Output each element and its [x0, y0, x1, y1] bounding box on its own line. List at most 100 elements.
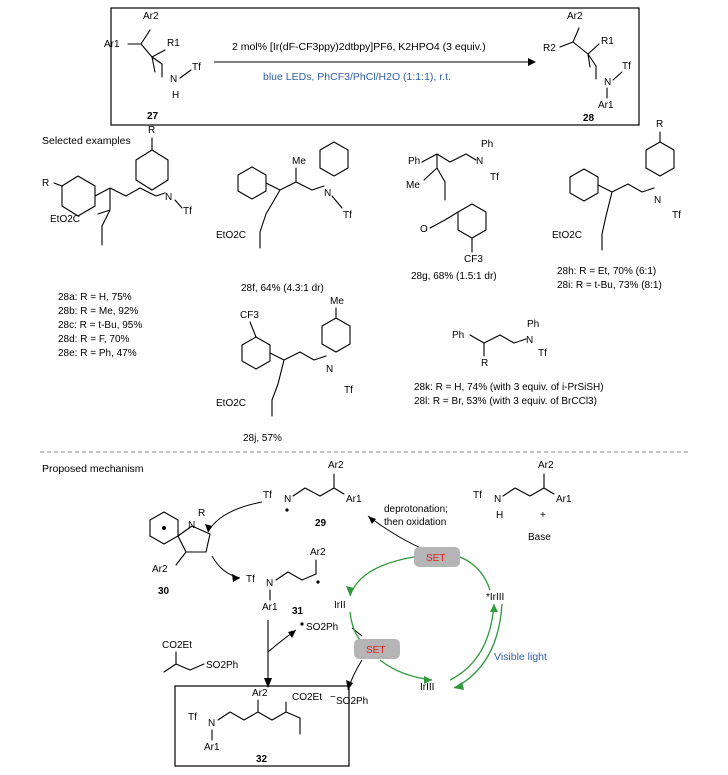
caption-28l: 28l: R = Br, 53% (with 3 equiv. of BrCCl…	[414, 396, 597, 407]
caption-28f: 28f, 64% (4.3:1 dr)	[241, 283, 324, 294]
caption-28a-group: 28a: R = H, 75% 28b: R = Me, 92% 28c: R …	[58, 292, 142, 359]
atom-ph: Ph	[527, 319, 539, 330]
atom-ar2: Ar2	[328, 460, 344, 471]
atom-r: R	[42, 178, 49, 189]
atom-cf3: CF3	[240, 310, 259, 321]
structure-28k: Ph R N Ph Tf	[452, 319, 547, 369]
atom-me: Me	[330, 296, 344, 307]
atom-n: N	[208, 718, 215, 729]
atom-ar1: Ar1	[204, 742, 220, 753]
base-label: Base	[528, 532, 551, 543]
atom-tf: Tf	[188, 712, 197, 723]
product-28: Ar2 R2 R1 N Tf Ar1 28	[543, 11, 631, 124]
radical-31: Tf N Ar2 Ar1 31	[246, 547, 326, 617]
reaction-arrowhead	[528, 58, 536, 66]
atom-n: N	[324, 188, 331, 199]
atom-n: N	[170, 74, 177, 85]
atom-r1: R1	[601, 36, 614, 47]
visible-light-label: Visible light	[494, 651, 547, 663]
photocatalytic-cycle: SET SET IrII *IrIII IrIII Visible light	[334, 547, 547, 693]
cycle-arc-right-up	[449, 603, 495, 681]
ir2-label: IrII	[334, 600, 346, 611]
atom-ar1: Ar1	[556, 494, 572, 505]
ir3-label: IrIII	[420, 682, 434, 693]
atom-cf3: CF3	[464, 254, 483, 265]
caption-28j: 28j, 57%	[243, 433, 282, 444]
set-box-top	[414, 547, 460, 567]
radical-30: N R Ar2 30	[149, 508, 211, 597]
atom-n: N	[494, 494, 501, 505]
atom-ar1: Ar1	[262, 602, 278, 613]
anion-release-arrowhead	[346, 680, 353, 690]
atom-r: R	[148, 125, 155, 136]
caption-28d: 28d: R = F, 70%	[58, 334, 130, 345]
atom-tf: Tf	[622, 61, 631, 72]
cycle-arc-top-left	[349, 556, 415, 597]
atom-eto2c: EtO2C	[216, 398, 246, 409]
atom-ar2: Ar2	[310, 547, 326, 558]
atom-n: N	[266, 578, 273, 589]
arrow-30-to-31	[211, 555, 241, 579]
atom-tf: Tf	[183, 206, 192, 217]
substrate-27-mech: Tf N H Ar2 Ar1 + Base	[473, 460, 572, 543]
atom-tf: Tf	[192, 62, 201, 73]
caption-28g: 28g, 68% (1.5:1 dr)	[411, 271, 497, 282]
deprotonation-text-1: deprotonation;	[384, 504, 448, 515]
atom-ph: Ph	[481, 139, 493, 150]
atom-tf: Tf	[538, 348, 547, 359]
label-31: 31	[292, 606, 304, 617]
set-box-bottom	[354, 639, 400, 659]
atom-n: N	[526, 335, 533, 346]
structure-28a: R EtO2C R N Tf	[42, 125, 192, 246]
atom-n: N	[476, 156, 483, 167]
atom-ar1: Ar1	[346, 494, 362, 505]
reactant-27: Ar2 Ar1 R1 N Tf H 27	[104, 11, 201, 122]
atom-r2: R2	[543, 43, 556, 54]
atom-me: Me	[292, 156, 306, 167]
ir3-excited-label: *IrIII	[486, 592, 504, 603]
so2ph-release-arrowhead	[288, 630, 296, 638]
deprotonation-arrowhead	[368, 516, 376, 524]
atom-n: N	[284, 494, 291, 505]
allyl-sulfone-reagent: CO2Et SO2Ph	[162, 640, 238, 673]
plus-sign: +	[540, 510, 546, 521]
arrowhead-30-to-31	[232, 574, 240, 582]
caption-28h: 28h: R = Et, 70% (6:1)	[557, 266, 656, 277]
atom-co2et: CO2Et	[292, 692, 322, 703]
label-27: 27	[147, 111, 159, 122]
atom-tf: Tf	[672, 210, 681, 221]
so2ph-radical: SO2Ph	[306, 622, 338, 633]
atom-tf: Tf	[263, 490, 272, 501]
atom-so2ph: SO2Ph	[206, 660, 238, 671]
atom-ph: Ph	[408, 156, 420, 167]
atom-tf: Tf	[473, 490, 482, 501]
caption-28b: 28b: R = Me, 92%	[58, 306, 138, 317]
caption-28e: 28e: R = Ph, 47%	[58, 348, 137, 359]
atom-ar1: Ar1	[598, 100, 614, 111]
atom-ar1: Ar1	[104, 39, 120, 50]
structure-28j: CF3 EtO2C Me N Tf	[216, 296, 353, 417]
caption-28a: 28a: R = H, 75%	[58, 292, 132, 303]
atom-tf: Tf	[344, 385, 353, 396]
label-28: 28	[583, 113, 595, 124]
atom-eto2c: EtO2C	[216, 230, 246, 241]
cycle-arc-top-right	[459, 556, 491, 591]
set-label-top: SET	[426, 553, 445, 564]
conditions-top: 2 mol% [Ir(dF-CF3ppy)2dtbpy]PF6, K2HPO4 …	[232, 41, 486, 53]
atom-co2et: CO2Et	[162, 640, 192, 651]
atom-eto2c: EtO2C	[552, 230, 582, 241]
label-32: 32	[256, 754, 268, 765]
atom-r: R	[198, 508, 205, 519]
product-32-box	[174, 685, 350, 767]
product-32: Tf N Ar2 CO2Et Ar1 32	[188, 688, 322, 765]
atom-h: H	[496, 510, 503, 521]
atom-n: N	[326, 364, 333, 375]
atom-tf: Tf	[490, 172, 499, 183]
reaction-box	[110, 7, 640, 126]
structure-28f: Me EtO2C N Tf	[216, 141, 352, 249]
atom-n: N	[604, 77, 611, 88]
conditions-bottom: blue LEDs, PhCF3/PhCl/H2O (1:1:1), r.t.	[263, 71, 451, 83]
so2ph-anion: SO2Ph	[336, 696, 368, 707]
atom-n: N	[165, 192, 172, 203]
